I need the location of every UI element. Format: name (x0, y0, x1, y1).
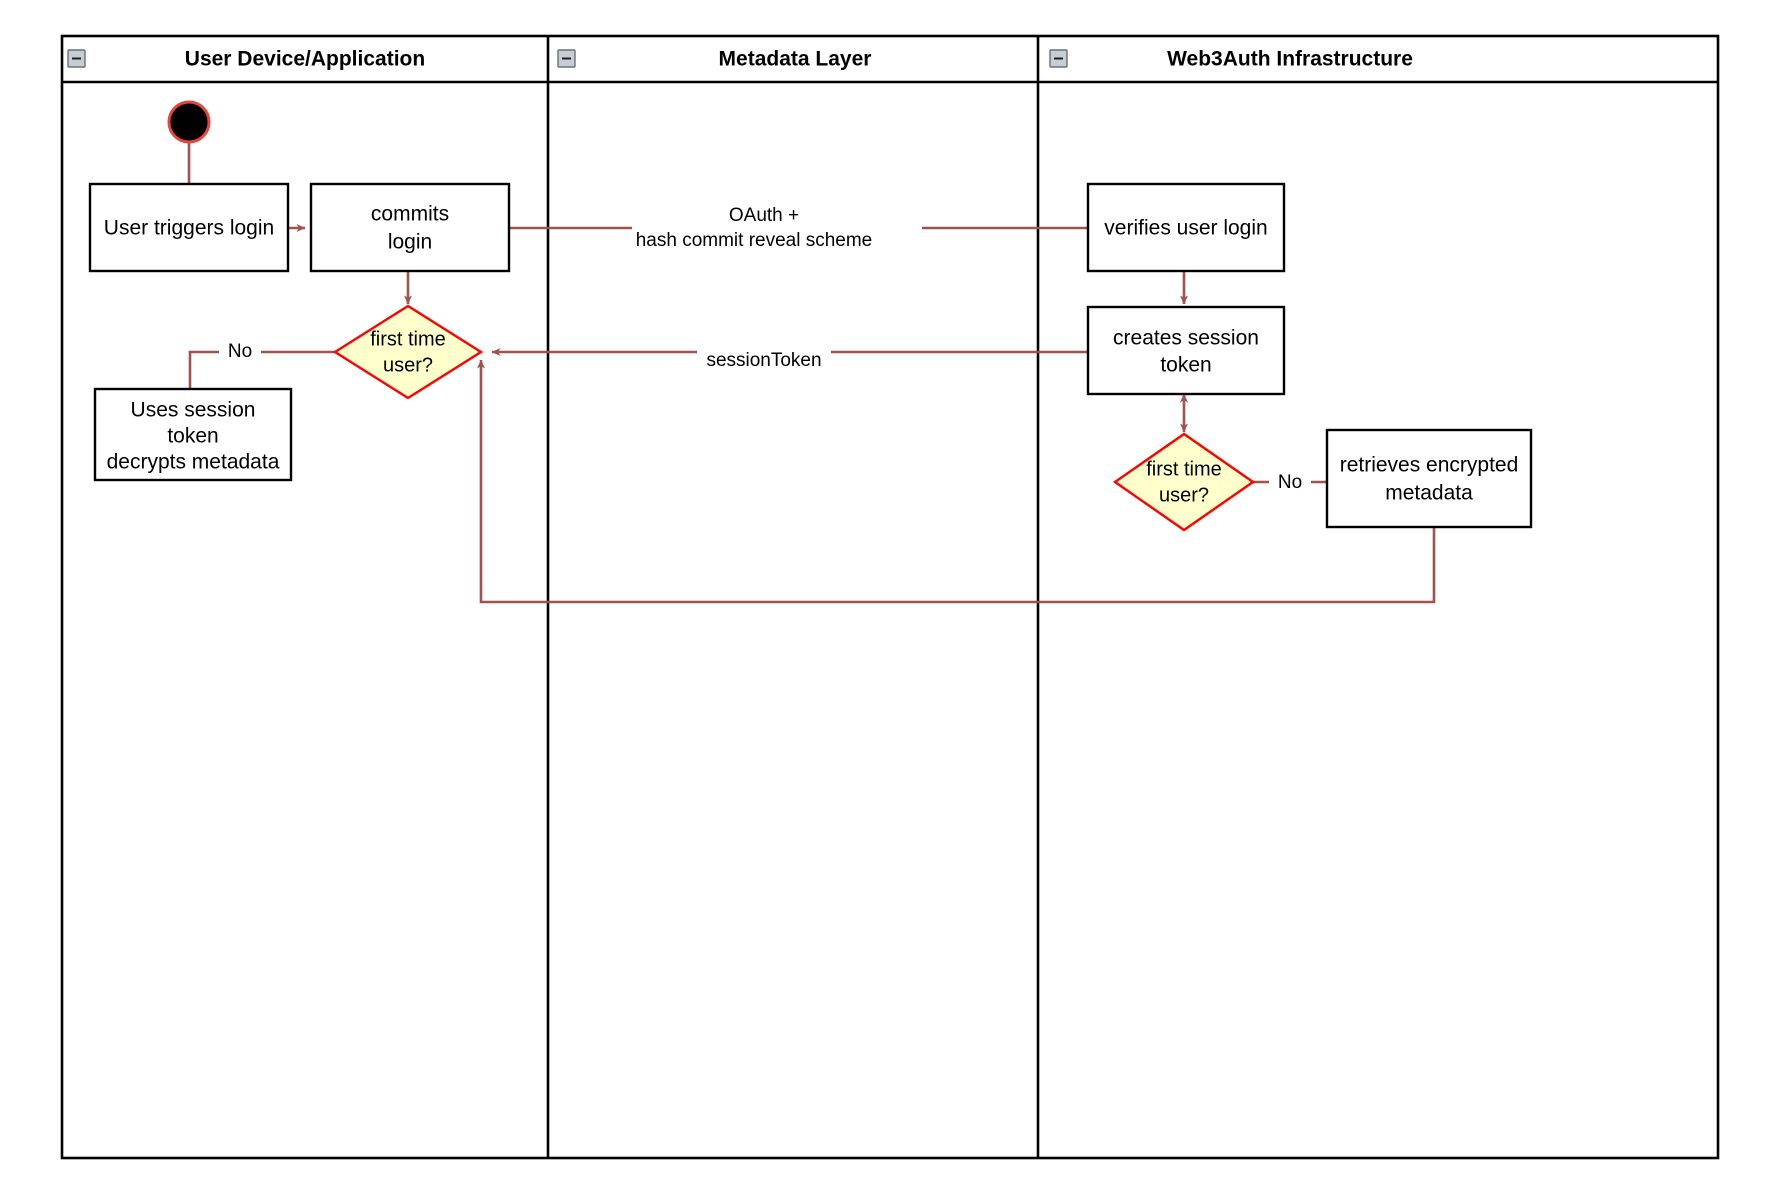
lane-title-metadata-layer: Metadata Layer (719, 48, 872, 71)
node-label-creates-session-token-line1: creates session (1113, 327, 1259, 350)
edge-label-session-token-text: sessionToken (706, 350, 821, 371)
node-label-decision-right-line2: user? (1159, 484, 1209, 506)
lane-title-user-device: User Device/Application (185, 48, 425, 71)
edge-label-no-left-text: No (228, 341, 252, 362)
lane-header-metadata-layer[interactable]: Metadata Layer (557, 48, 872, 71)
lane-title-web3auth: Web3Auth Infrastructure (1167, 48, 1413, 71)
edge-label-session-token: sessionToken (697, 345, 831, 375)
node-commits-login[interactable]: commits login (309, 182, 511, 273)
node-creates-session-token[interactable]: creates session token (1086, 305, 1286, 396)
node-user-triggers-login[interactable]: User triggers login (88, 182, 290, 273)
edge-label-no-right: No (1269, 469, 1311, 497)
node-label-commits-login-line1: commits (371, 203, 449, 226)
edge-label-no-left: No (219, 338, 261, 366)
node-label-retrieves-metadata-line1: retrieves encrypted (1340, 454, 1519, 477)
node-label-creates-session-token-line2: token (1160, 354, 1211, 377)
node-label-verifies-user-login: verifies user login (1104, 217, 1267, 240)
node-label-decision-left-line2: user? (383, 354, 433, 376)
node-label-retrieves-metadata-line2: metadata (1385, 482, 1473, 505)
node-uses-session-token[interactable]: Uses session token decrypts metadata (93, 387, 293, 482)
swimlane-frame (60, 34, 1720, 1160)
edge-retrieves-metadata-back-to-decision-left (477, 359, 1436, 604)
lane-header-user-device[interactable]: User Device/Application (67, 48, 425, 71)
node-label-uses-session-token-line2: token (167, 425, 218, 448)
edge-decision-left-no-to-uses-session-token (188, 350, 343, 389)
node-label-decision-left-line1: first time (370, 328, 446, 350)
node-label-decision-right-line1: first time (1146, 458, 1222, 480)
node-verifies-user-login[interactable]: verifies user login (1086, 182, 1286, 273)
edge-label-oauth-line1: OAuth + (729, 205, 799, 226)
node-decision-right-first-time-user[interactable]: first time user? (1112, 432, 1256, 532)
node-retrieves-encrypted-metadata[interactable]: retrieves encrypted metadata (1325, 428, 1533, 529)
node-label-user-triggers-login: User triggers login (104, 217, 274, 240)
node-label-uses-session-token-line1: Uses session (131, 399, 256, 422)
start-node (167, 100, 211, 144)
node-decision-left-first-time-user[interactable]: first time user? (332, 304, 484, 400)
node-label-commits-login-line2: login (388, 231, 432, 254)
edge-label-oauth: OAuth + hash commit reveal scheme (632, 200, 922, 254)
node-label-uses-session-token-line3: decrypts metadata (107, 451, 280, 474)
edge-label-oauth-line2: hash commit reveal scheme (636, 230, 873, 251)
lane-header-web3auth[interactable]: Web3Auth Infrastructure (1049, 48, 1413, 71)
edge-label-no-right-text: No (1278, 472, 1302, 493)
